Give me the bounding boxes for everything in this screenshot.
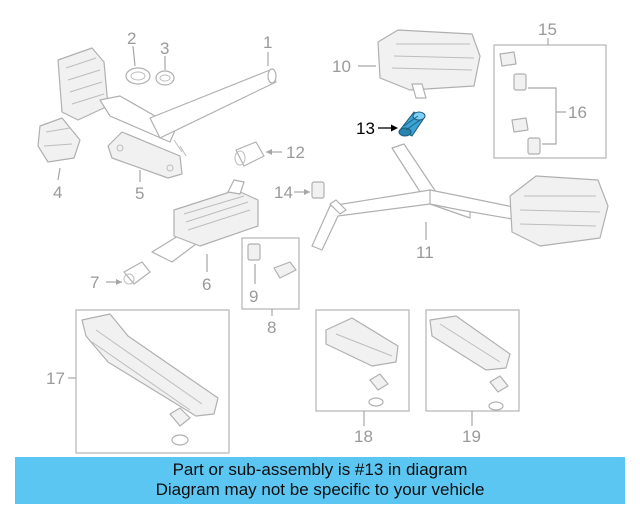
leader-lines	[57, 38, 566, 426]
callout-6: 6	[202, 275, 211, 294]
callout-10: 10	[332, 57, 351, 76]
callout-3: 3	[160, 39, 169, 58]
callout-18: 18	[354, 427, 373, 446]
part-1-front-pipe	[57, 47, 277, 157]
callout-19: 19	[462, 427, 481, 446]
part-11-rear-pipe	[311, 143, 609, 251]
part-17-box	[75, 309, 230, 454]
part-3-gasket	[155, 70, 175, 86]
callout-13-highlighted: 13	[356, 119, 375, 138]
part-8-kit-box	[241, 237, 300, 310]
callout-7: 7	[90, 273, 99, 292]
callout-11: 11	[416, 243, 434, 262]
part-9-hanger	[247, 243, 297, 279]
banner-line-1: Part or sub-assembly is #13 in diagram	[172, 460, 468, 479]
callout-9: 9	[249, 287, 258, 306]
part-7-clamp	[123, 261, 151, 285]
callout-15: 15	[538, 20, 557, 39]
part-13-highlighted-connector[interactable]	[398, 111, 426, 137]
callout-14: 14	[274, 183, 293, 202]
part-14-hanger	[311, 181, 325, 199]
part-5-heat-shield	[107, 131, 183, 179]
banner-line-2: Diagram may not be specific to your vehi…	[155, 480, 485, 499]
callout-1: 1	[263, 33, 272, 52]
callout-17: 17	[46, 369, 65, 388]
part-17-heat-shield	[81, 313, 219, 446]
part-12-clamp	[234, 141, 265, 167]
callout-16: 16	[568, 103, 587, 122]
part-2-clamp	[125, 67, 151, 85]
callout-numbers: 1 2 3 4 5 6 7 8 9 10 11 12 13 14 15 16 1…	[46, 20, 587, 446]
callout-12: 12	[286, 143, 305, 162]
part-10-rear-muffler	[377, 29, 481, 99]
part-4-bracket	[37, 117, 81, 163]
part-18-box	[315, 309, 410, 412]
callout-2: 2	[127, 29, 136, 48]
callout-4: 4	[53, 183, 62, 202]
part-18-heat-shield	[325, 317, 399, 407]
part-15-kit-box	[493, 44, 607, 159]
part-6-center-muffler	[151, 179, 259, 263]
exhaust-parts-diagram: 1 2 3 4 5 6 7 8 9 10 11 12 13 14 15 16 1…	[37, 20, 609, 454]
part-19-heat-shield	[429, 315, 511, 411]
part-16-hangers	[499, 51, 541, 155]
callout-5: 5	[135, 184, 144, 203]
part-info-banner: Part or sub-assembly is #13 in diagram D…	[15, 457, 625, 504]
callout-8: 8	[267, 318, 276, 337]
